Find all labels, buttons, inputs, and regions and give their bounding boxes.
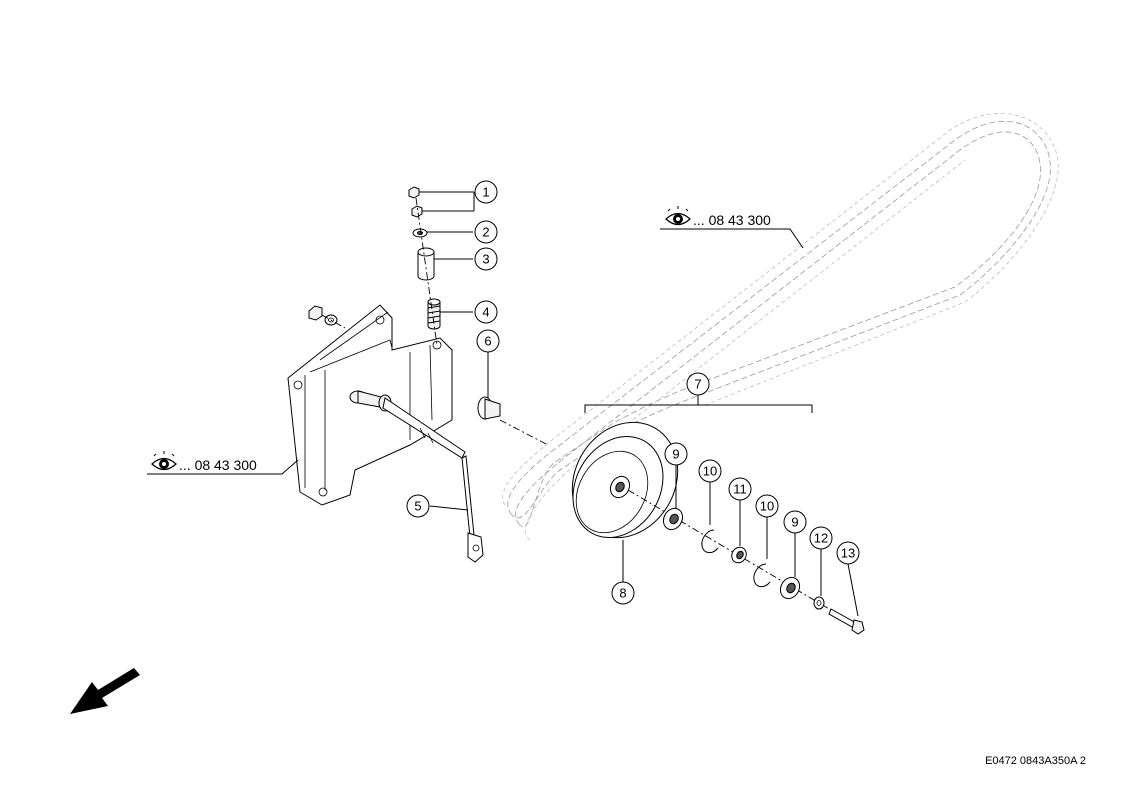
svg-text:11: 11 [733,482,747,497]
svg-text:... 08 43 300: ... 08 43 300 [179,457,257,473]
callout-12: 12 [809,526,833,550]
tension-rod-5 [461,455,484,563]
nut-lower [411,205,423,218]
v-belt [502,113,1059,541]
bracket-nut-washer [308,305,346,329]
svg-text:13: 13 [841,546,855,561]
stub-axle-6 [477,396,549,446]
svg-text:9: 9 [672,447,679,462]
callout-8: 8 [611,581,635,605]
document-id: E0472 0843A350A 2 [985,755,1086,767]
svg-text:3: 3 [482,252,489,267]
washer-2 [412,228,428,238]
svg-text:2: 2 [482,225,489,240]
svg-text:10: 10 [760,499,774,514]
direction-arrow-icon [70,668,140,714]
compression-spring-4 [427,298,441,330]
svg-text:7: 7 [694,377,701,392]
eye-icon [151,451,177,471]
bearing-9b [779,576,801,600]
belt-pulley-8 [571,421,679,539]
callout-2: 2 [474,220,498,244]
eye-icon [665,206,691,226]
svg-text:4: 4 [482,305,489,320]
svg-text:8: 8 [619,586,626,601]
callout-10-second: 10 [755,494,779,518]
spacer-11 [731,546,747,564]
callout-13: 13 [836,541,860,565]
circlip-10a [701,529,719,554]
callout-9-second: 9 [783,510,807,534]
callout-11: 11 [728,477,752,501]
svg-text:9: 9 [791,515,798,530]
bolt-13 [828,608,865,635]
callout-10-first: 10 [698,459,722,483]
cross-reference-bracket: ... 08 43 300 [151,451,257,473]
svg-text:12: 12 [814,531,828,546]
svg-text:... 08 43 300: ... 08 43 300 [693,212,771,228]
svg-text:1: 1 [482,185,489,200]
callout-6: 6 [476,329,500,353]
circlip-10b [753,563,771,588]
callout-5: 5 [406,494,430,518]
spacer-sleeve-3 [417,247,435,281]
bearing-9a [662,507,684,531]
callout-1: 1 [474,180,498,204]
svg-text:6: 6 [484,334,491,349]
svg-text:10: 10 [703,464,717,479]
callout-7: 7 [686,372,710,396]
callout-4: 4 [474,300,498,324]
cross-reference-belt: ... 08 43 300 [665,206,771,228]
callout-3: 3 [474,247,498,271]
svg-text:5: 5 [414,499,421,514]
leader-lines [147,191,859,617]
nut-upper [408,186,420,199]
callout-9-first: 9 [664,442,688,466]
washer-12 [813,596,825,610]
